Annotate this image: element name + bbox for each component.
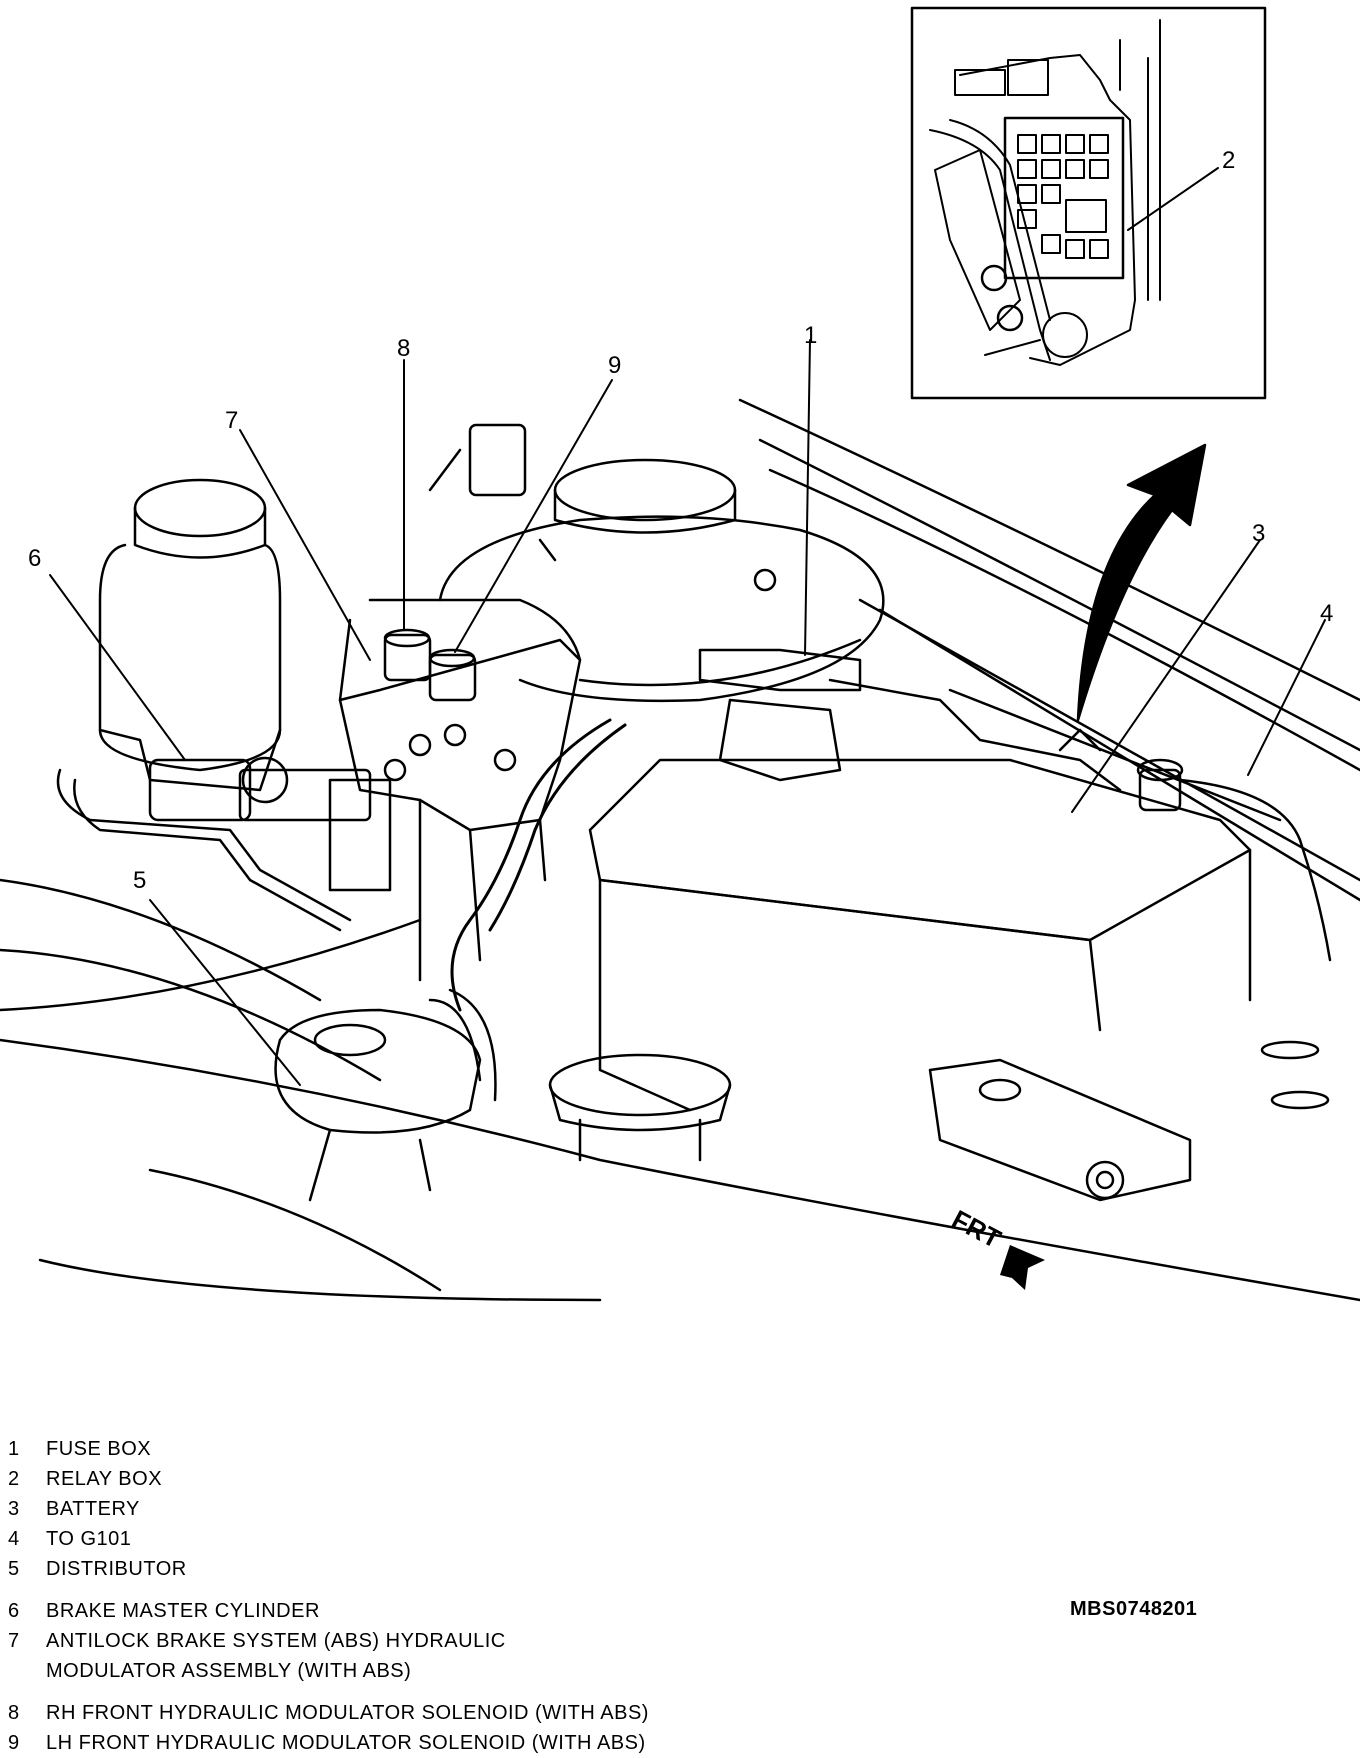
wiring-harness: [450, 718, 612, 1012]
legend-number: 9: [8, 1732, 20, 1754]
brake-booster: [428, 423, 885, 703]
front-bracket: [928, 1040, 1330, 1202]
legend-label: RH FRONT HYDRAULIC MODULATOR SOLENOID (W…: [46, 1702, 649, 1724]
legend-number: 7: [8, 1630, 20, 1652]
brake-master-cylinder: [56, 478, 392, 932]
legend-item: 8 RH FRONT HYDRAULIC MODULATOR SOLENOID (…: [8, 1698, 908, 1728]
callout-4: 4: [1320, 600, 1333, 627]
legend-item: 6 BRAKE MASTER CYLINDER: [8, 1596, 908, 1626]
figure-code: MBS0748201: [1070, 1598, 1198, 1620]
legend-label: BATTERY: [46, 1498, 140, 1520]
legend-label: BRAKE MASTER CYLINDER: [46, 1600, 320, 1622]
legend-number: 6: [8, 1600, 20, 1622]
legend-item: 2 RELAY BOX: [8, 1464, 908, 1494]
front-direction-marker: FRT: [947, 1204, 1045, 1290]
hood-arrow: [1076, 443, 1207, 722]
callout-9: 9: [608, 352, 621, 379]
legend-item: 9 LH FRONT HYDRAULIC MODULATOR SOLENOID (…: [8, 1728, 908, 1758]
legend-item: 1 FUSE BOX: [8, 1434, 908, 1464]
callout-3: 3: [1252, 520, 1265, 547]
frt-arrow-icon: [1000, 1245, 1045, 1290]
legend-number: 8: [8, 1702, 20, 1724]
legend-number: 2: [8, 1468, 20, 1490]
callout-6: 6: [28, 545, 41, 572]
relay-box-inset: [910, 6, 1267, 400]
legend-label: ANTILOCK BRAKE SYSTEM (ABS) HYDRAULIC MO…: [46, 1630, 506, 1682]
legend-item: 7 ANTILOCK BRAKE SYSTEM (ABS) HYDRAULIC M…: [8, 1626, 908, 1686]
callout-2: 2: [1222, 147, 1235, 174]
legend-item: 4 TO G101: [8, 1524, 908, 1554]
radiator-cap: [548, 1053, 732, 1162]
distributor: [274, 988, 497, 1202]
legend-label: TO G101: [46, 1528, 132, 1550]
legend-number: 1: [8, 1438, 20, 1460]
fuse-box: [698, 648, 1122, 792]
callout-5: 5: [133, 867, 146, 894]
battery: [588, 728, 1252, 1112]
legend-number: 3: [8, 1498, 20, 1520]
callout-7: 7: [225, 407, 238, 434]
legend-number: 4: [8, 1528, 20, 1550]
legend-item: 3 BATTERY: [8, 1494, 908, 1524]
abs-modulator-assembly: [338, 598, 582, 982]
ground-cable-g101: [1178, 778, 1332, 962]
legend-item: 5 DISTRIBUTOR: [8, 1554, 908, 1584]
callout-1: 1: [804, 322, 817, 349]
frt-label: FRT: [947, 1204, 1006, 1254]
legend-label: RELAY BOX: [46, 1468, 163, 1490]
legend-label: LH FRONT HYDRAULIC MODULATOR SOLENOID (W…: [46, 1732, 646, 1754]
legend-label: DISTRIBUTOR: [46, 1558, 187, 1580]
parts-legend: 1 FUSE BOX 2 RELAY BOX 3 BATTERY 4 TO G101 5 DIST…: [8, 1434, 908, 1758]
legend-number: 5: [8, 1558, 20, 1580]
frame-lines: [0, 918, 1360, 1302]
legend-label: FUSE BOX: [46, 1438, 152, 1460]
callout-8: 8: [397, 335, 410, 362]
engine-compartment-illustration: 1 2 3 4 5 6 7 8 9 FRT: [0, 6, 1360, 1302]
callout-leaders: [49, 339, 1326, 1086]
